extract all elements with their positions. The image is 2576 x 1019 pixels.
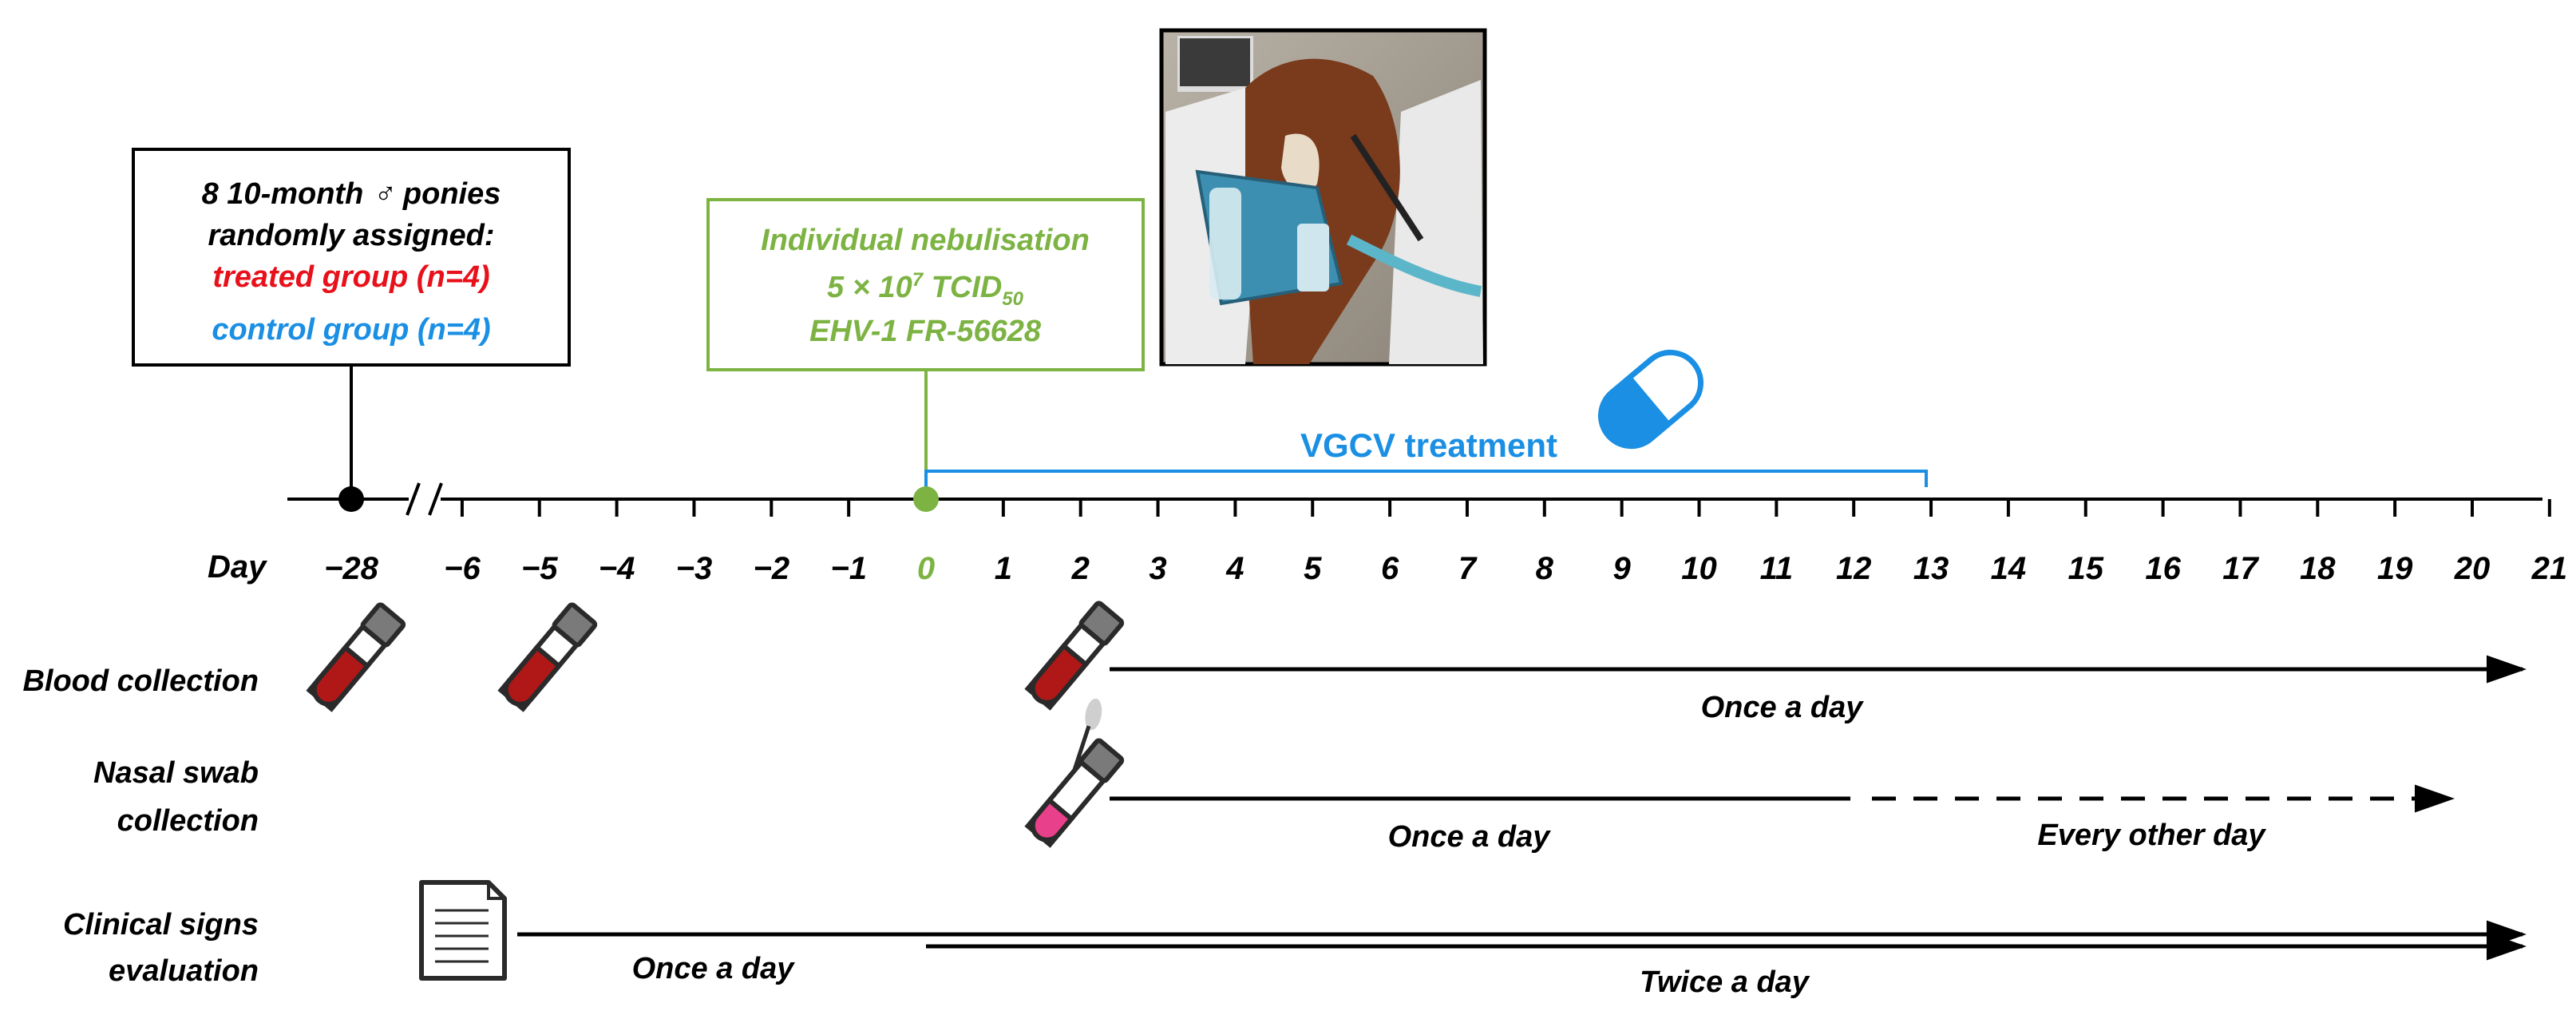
row-label-nasal-2: collection (117, 804, 259, 838)
tick-label: 12 (1836, 551, 1872, 586)
infection-strain: EHV-1 FR-56628 (809, 315, 1042, 348)
document-icon (419, 880, 507, 981)
tick-label: 7 (1458, 551, 1478, 586)
tick-label: −5 (521, 551, 558, 586)
clinical-frequency-once: Once a day (632, 952, 796, 985)
blood-tube-icon (497, 602, 598, 712)
swab-tube-icon (1024, 698, 1125, 848)
blood-tube-icon (306, 602, 406, 712)
row-label-clinical-1: Clinical signs (63, 908, 259, 942)
control-group-label: control group (n=4) (212, 313, 490, 347)
row-label-clinical-2: evaluation (109, 954, 259, 988)
tick-label: 16 (2145, 551, 2181, 586)
photo-horse-nebulisation (1159, 28, 1487, 367)
tick-label: 5 (1304, 551, 1322, 586)
tick-label: 21 (2531, 551, 2568, 586)
axis-break-mark (406, 482, 421, 516)
blood-frequency: Once a day (1701, 691, 1865, 724)
infection-box: Individual nebulisation 5 × 107 TCID50 E… (706, 198, 1145, 371)
timeline-axis (287, 482, 2551, 517)
nasal-frequency-other: Every other day (2037, 819, 2266, 852)
tick-label: −1 (830, 551, 867, 586)
tick-label: 4 (1225, 551, 1244, 586)
tick-label: 11 (1760, 551, 1794, 586)
clinical-frequency-twice: Twice a day (1640, 965, 1810, 999)
nasal-frequency-daily: Once a day (1388, 820, 1552, 854)
row-label-blood: Blood collection (22, 664, 259, 698)
start-marker (338, 486, 364, 512)
tick-label: 17 (2222, 551, 2259, 586)
tick-label: 14 (1991, 551, 2027, 586)
tick-label: 3 (1149, 551, 1166, 586)
tick-label: −4 (599, 551, 635, 586)
treatment-bracket (924, 470, 1928, 487)
tick-label: −28 (324, 551, 379, 586)
tick-label: 18 (2300, 551, 2336, 586)
tick-label: 2 (1071, 551, 1090, 586)
tick-label: 0 (917, 551, 935, 586)
tick-label: 1 (995, 551, 1012, 586)
tick-label: −6 (444, 551, 481, 586)
group-box: 8 10-month ♂ ponies randomly assigned: t… (132, 148, 571, 367)
row-label-nasal-1: Nasal swab (93, 756, 259, 790)
tick-label: −3 (676, 551, 713, 586)
tick-label: −2 (753, 551, 789, 586)
tick-label: 10 (1681, 551, 1717, 586)
tick-label: 9 (1613, 551, 1632, 586)
tick-label: 20 (2454, 551, 2491, 586)
axis-break-mark (428, 482, 443, 516)
treatment-label: VGCV treatment (1300, 426, 1557, 464)
tick-label: 13 (1913, 551, 1949, 586)
tick-label: 6 (1381, 551, 1399, 586)
tick-label: 8 (1536, 551, 1554, 586)
blood-tube-icon (1024, 601, 1125, 711)
axis-label-day: Day (208, 549, 267, 585)
tick-label: 19 (2377, 551, 2413, 586)
infection-dose: 5 × 107 TCID50 (827, 269, 1024, 310)
tick-label: 15 (2068, 551, 2104, 586)
group-box-line2: randomly assigned: (208, 219, 495, 252)
infection-box-line1: Individual nebulisation (761, 224, 1090, 257)
treated-group-label: treated group (n=4) (212, 260, 489, 294)
capsule-icon (1597, 349, 1704, 450)
infection-marker (913, 486, 939, 512)
group-box-line1: 8 10-month ♂ ponies (202, 177, 501, 211)
